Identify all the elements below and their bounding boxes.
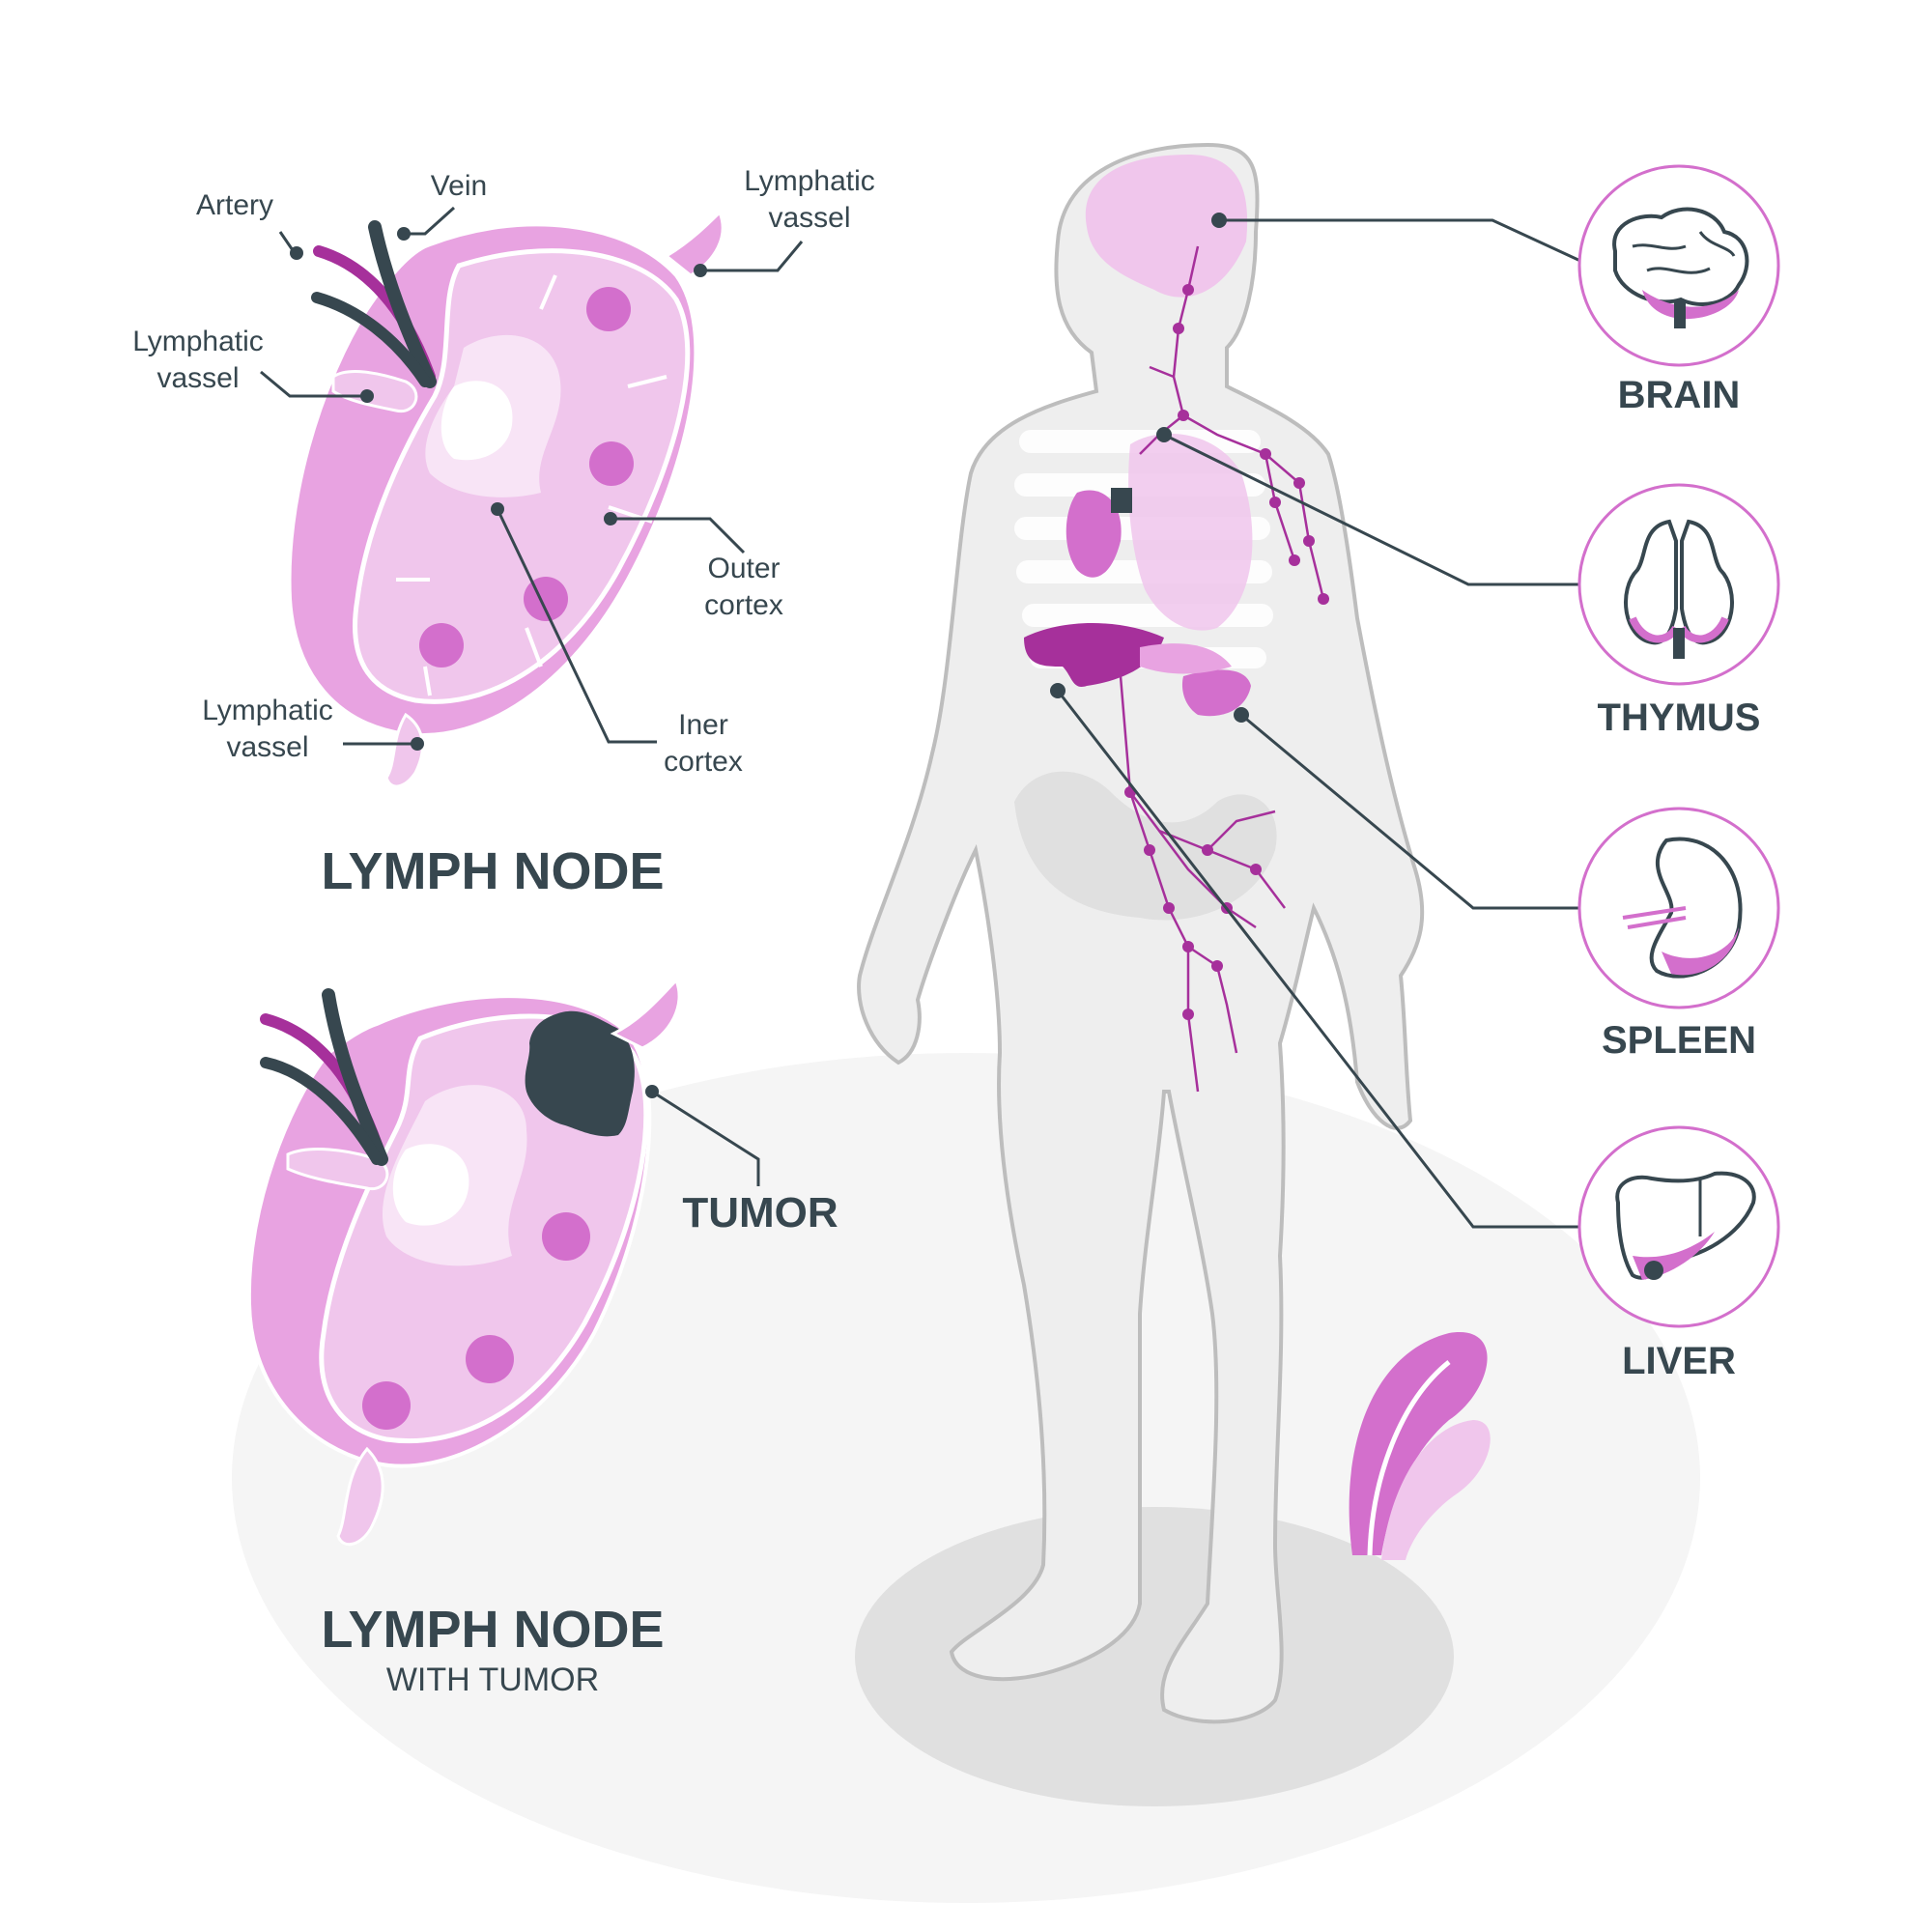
outer-cortex-label-2: cortex <box>704 589 783 621</box>
lymph-node-diagram: Artery Vein Lymphatic vassel Lymphatic v… <box>132 165 875 900</box>
liver-leader-dot <box>1050 683 1065 698</box>
thymus-leader-dot <box>1156 427 1172 442</box>
brain-leader <box>1219 218 1581 263</box>
outer-cortex-label-1: Outer <box>707 553 780 584</box>
spleen-label: SPLEEN <box>1602 1019 1756 1062</box>
tumor-afferent-vessel <box>610 978 681 1050</box>
plant-decoration <box>1349 1332 1491 1560</box>
lymphatic-tr-leader-dot <box>694 264 707 277</box>
brain-label: BRAIN <box>1618 374 1741 416</box>
thymus-circle <box>1577 483 1780 686</box>
spleen-leader-dot <box>1234 707 1249 723</box>
medulla <box>440 381 513 461</box>
tumor-node-diagram: TUMOR LYMPH NODE WITH TUMOR <box>246 978 838 1698</box>
inner-cortex-label-2: cortex <box>664 746 743 778</box>
outer-cortex-leader <box>611 517 746 554</box>
pelvis <box>1014 771 1277 921</box>
tumor-follicles <box>362 1212 590 1430</box>
lungs <box>1128 433 1253 631</box>
spleen-leader <box>1240 713 1580 910</box>
lymphatic-tr-label-2: vassel <box>768 202 850 234</box>
lymphatic-tr-leader <box>700 241 804 272</box>
tumor-vein <box>322 988 388 1166</box>
lymphatic-left-label-2: vassel <box>156 362 239 394</box>
liver-leader <box>1056 690 1580 1229</box>
outer-cortex-leader-dot <box>604 512 617 526</box>
tumor-mass <box>525 1010 635 1137</box>
spleen-icon <box>1622 837 1743 979</box>
tumor-label: TUMOR <box>682 1189 838 1236</box>
lymphatic-bottom-label-2: vassel <box>226 731 308 763</box>
inner-cortex-label-1: Iner <box>678 709 728 741</box>
tumor-node-title: LYMPH NODE <box>321 1601 664 1659</box>
lymphatic-left-label-1: Lymphatic <box>132 326 264 357</box>
tumor-node-subtitle: WITH TUMOR <box>386 1662 599 1698</box>
thymus-marker <box>1111 488 1132 513</box>
heart <box>1065 490 1122 578</box>
liver-icon <box>1615 1171 1756 1280</box>
tumor-medulla <box>392 1144 469 1226</box>
lymph-node-title: LYMPH NODE <box>321 842 664 900</box>
organ-callouts: BRAIN THYMUS SPLEEN LIVER <box>1050 164 1780 1382</box>
spleen <box>1181 669 1251 717</box>
tumor-leader-dot <box>645 1085 659 1098</box>
lymphatic-bottom-label-1: Lymphatic <box>202 695 333 726</box>
tumor-vein-branch <box>260 1057 383 1165</box>
liver-label: LIVER <box>1622 1340 1736 1382</box>
head-brain-area <box>1085 155 1248 298</box>
vein-label: Vein <box>431 170 487 202</box>
inner-cortex-leader-dot <box>491 502 504 516</box>
vein-leader-dot <box>397 227 411 241</box>
lymphatic-left-leader-dot <box>360 389 374 403</box>
artery-leader-dot <box>290 246 303 260</box>
tumor-efferent-vessel <box>336 1446 384 1547</box>
liver <box>1024 623 1164 687</box>
afferent-vessel-left <box>331 370 418 413</box>
thymus-label: THYMUS <box>1598 696 1761 739</box>
thymus-leader <box>1163 433 1580 586</box>
brain-icon <box>1612 207 1749 328</box>
artery-label: Artery <box>196 189 273 221</box>
vein-leader <box>404 206 456 236</box>
lymphatic-bottom-leader-dot <box>411 737 424 751</box>
inner-cortex-leader <box>496 508 657 744</box>
lymphatic-tr-label-1: Lymphatic <box>744 165 875 197</box>
efferent-vessel-bottom <box>384 712 424 788</box>
tumor-left-vessel <box>286 1148 389 1191</box>
human-body <box>857 142 1425 1724</box>
lymph-nodes-small <box>1124 284 1329 1020</box>
body-outline <box>857 142 1425 1724</box>
lymphatic-left-leader <box>260 370 367 398</box>
thymus-icon <box>1624 519 1734 659</box>
afferent-vessel-top-right <box>664 210 724 277</box>
tumor-leader <box>651 1090 760 1186</box>
floor-shadow <box>855 1507 1454 1806</box>
brain-leader-dot <box>1211 213 1227 228</box>
vein-branch <box>311 292 431 387</box>
follicles <box>419 287 634 668</box>
vein <box>368 220 437 388</box>
